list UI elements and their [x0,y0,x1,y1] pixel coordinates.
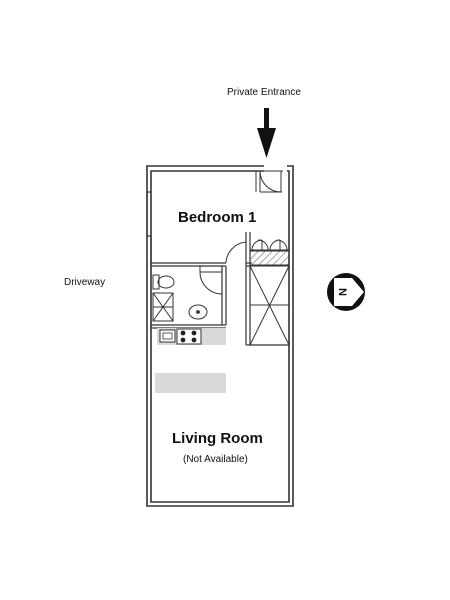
sink [188,304,208,320]
entrance-door [255,170,283,193]
closet [249,239,290,346]
exterior-walls [146,165,294,507]
stove [176,328,202,345]
bedroom-door [225,241,247,264]
north-compass-icon: N [327,273,365,311]
bath-door [199,266,223,295]
entrance-label: Private Entrance [227,87,301,98]
living-room-label: Living Room [172,430,263,447]
kitchen-counter [157,328,226,345]
bedroom-label: Bedroom 1 [178,209,257,226]
shower [152,292,174,322]
compass-letter: N [338,288,350,296]
kitchen-sink [159,329,176,343]
entrance-arrow [257,108,276,158]
living-room-note: (Not Available) [183,454,248,465]
living-room-counter [155,373,226,393]
toilet [152,274,175,290]
driveway-label: Driveway [64,277,106,288]
